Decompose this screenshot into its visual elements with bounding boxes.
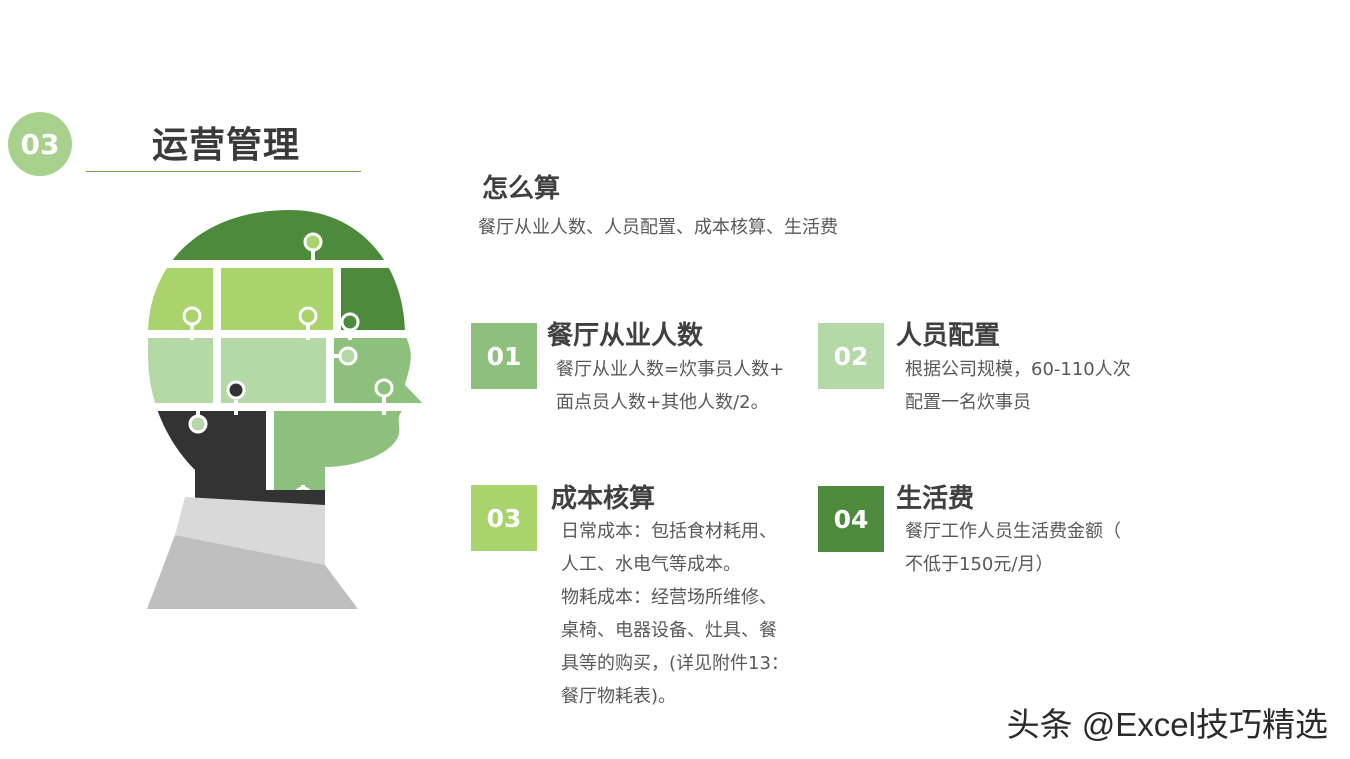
- collar: [175, 497, 325, 565]
- title-underline: [86, 171, 361, 172]
- puzzle-piece-top: [148, 210, 430, 260]
- card-line: 根据公司规模，60-110人次: [905, 359, 1131, 380]
- card-body-staffing: 根据公司规模，60-110人次 配置一名炊事员: [905, 353, 1131, 419]
- section-number-badge: 03: [8, 112, 72, 176]
- card-number: 03: [486, 503, 522, 533]
- card-line: 不低于150元/月）: [905, 554, 1054, 575]
- card-number: 04: [833, 504, 869, 534]
- card-title-headcount: 餐厅从业人数: [547, 321, 704, 351]
- card-title-cost-accounting: 成本核算: [551, 484, 656, 514]
- puzzle-piece-left-middle: [148, 338, 213, 403]
- card-line: 配置一名炊事员: [905, 392, 1031, 413]
- card-number-box-02: 02: [818, 323, 884, 389]
- shoulders: [147, 535, 358, 609]
- card-number: 02: [833, 341, 869, 371]
- card-title-living-expenses: 生活费: [896, 484, 975, 514]
- intro-subtitle: 餐厅从业人数、人员配置、成本核算、生活费: [478, 217, 838, 238]
- card-line: 桌椅、电器设备、灶具、餐: [561, 620, 777, 641]
- card-body-living-expenses: 餐厅工作人员生活费金额（ 不低于150元/月）: [905, 515, 1121, 581]
- card-title-staffing: 人员配置: [896, 321, 1001, 351]
- card-number: 01: [486, 341, 522, 371]
- puzzle-head-illustration: [147, 210, 430, 609]
- card-line: 餐厅从业人数=炊事员人数+: [556, 359, 785, 380]
- card-line: 人工、水电气等成本。: [561, 554, 741, 575]
- watermark: 头条 @Excel技巧精选: [1006, 706, 1328, 743]
- card-number-box-03: 03: [471, 485, 537, 551]
- card-line: 面点员人数+其他人数/2。: [556, 392, 769, 413]
- card-body-cost-accounting: 日常成本：包括食材耗用、 人工、水电气等成本。 物耗成本：经营场所维修、 桌椅、…: [561, 515, 789, 713]
- card-body-headcount: 餐厅从业人数=炊事员人数+ 面点员人数+其他人数/2。: [556, 353, 784, 419]
- card-line: 日常成本：包括食材耗用、: [561, 521, 777, 542]
- card-line: 具等的购买，(详见附件13：: [561, 653, 789, 674]
- card-line: 餐厅物耗表)。: [561, 686, 677, 707]
- card-line: 物耗成本：经营场所维修、: [561, 587, 777, 608]
- puzzle-piece-left-upper: [148, 268, 213, 330]
- section-title: 运营管理: [152, 125, 301, 166]
- card-number-box-04: 04: [818, 486, 884, 552]
- section-number: 03: [20, 127, 60, 161]
- card-number-box-01: 01: [471, 323, 537, 389]
- card-line: 餐厅工作人员生活费金额（: [905, 521, 1121, 542]
- intro-heading: 怎么算: [482, 174, 561, 204]
